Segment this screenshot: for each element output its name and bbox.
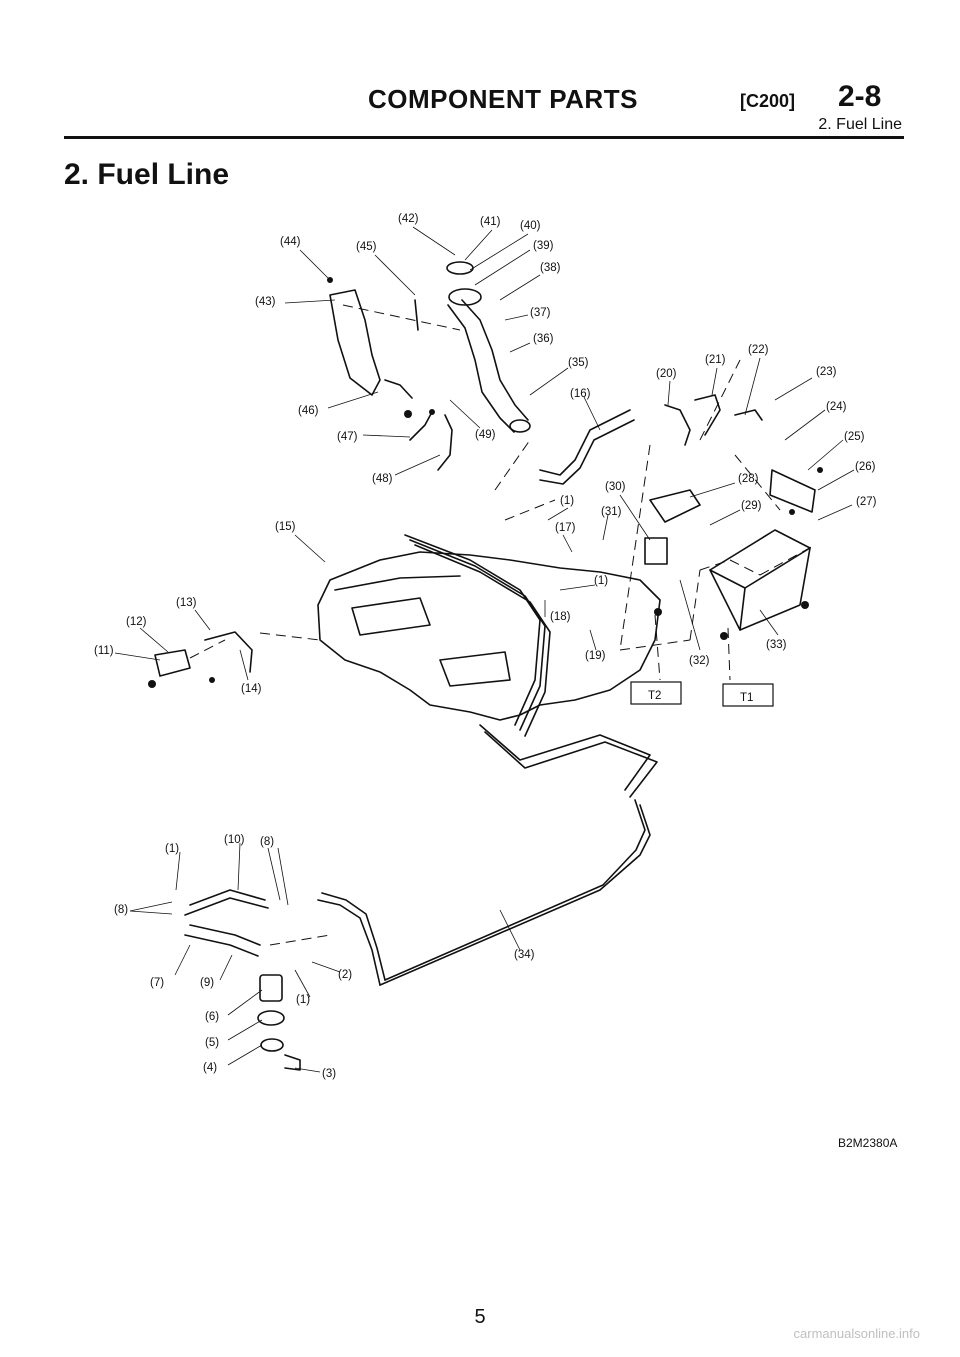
- section-title: 2. Fuel Line: [64, 158, 230, 191]
- callout-label: (15): [275, 521, 296, 533]
- callout-label: (13): [176, 597, 197, 609]
- callout-label: (18): [550, 611, 571, 623]
- callout-label: (26): [855, 461, 876, 473]
- header-subtitle: 2. Fuel Line: [818, 116, 902, 133]
- callout-label: (37): [530, 307, 551, 319]
- callout-label: (1): [296, 994, 310, 1006]
- callout-label: (19): [585, 650, 606, 662]
- t2-box: [630, 681, 682, 705]
- callout-label: (29): [741, 500, 762, 512]
- callout-label: (41): [480, 216, 501, 228]
- callout-label: (4): [203, 1062, 217, 1074]
- callout-label: (11): [94, 645, 114, 657]
- callout-label: (49): [475, 429, 496, 441]
- header-title: COMPONENT PARTS: [368, 84, 638, 114]
- callout-label: (39): [533, 240, 554, 252]
- callout-label: (36): [533, 333, 554, 345]
- callout-label: (35): [568, 357, 589, 369]
- callout-label: (12): [126, 616, 147, 628]
- callout-label: (33): [766, 639, 787, 651]
- callout-label: (42): [398, 213, 419, 225]
- callout-label: (45): [356, 241, 377, 253]
- callout-label: (25): [844, 431, 865, 443]
- watermark: carmanualsonline.info: [793, 1326, 920, 1341]
- header-code: [C200]: [740, 91, 796, 111]
- callout-label: (48): [372, 473, 393, 485]
- callout-label: (8): [260, 836, 274, 848]
- callout-label: T2: [648, 690, 661, 702]
- callout-label: (47): [337, 431, 358, 443]
- callout-label: (28): [738, 473, 759, 485]
- callout-label: (21): [705, 354, 726, 366]
- callout-label: (46): [298, 405, 319, 417]
- callout-label: (40): [520, 220, 541, 232]
- callout-label: (24): [826, 401, 847, 413]
- callout-label: (16): [570, 388, 591, 400]
- t1-box: [722, 683, 774, 707]
- callout-label: (2): [338, 969, 352, 981]
- callout-label: (43): [255, 296, 276, 308]
- callout-label: (31): [601, 506, 622, 518]
- page-number: 5: [474, 1306, 486, 1328]
- callout-label: (27): [856, 496, 877, 508]
- callout-label: (1): [165, 843, 179, 855]
- callout-label: (30): [605, 481, 626, 493]
- callout-label: (5): [205, 1037, 219, 1049]
- header-rule: [64, 136, 904, 139]
- callout-label: (20): [656, 368, 677, 380]
- callout-label: (23): [816, 366, 837, 378]
- callout-label: (44): [280, 236, 301, 248]
- callout-label: (9): [200, 977, 214, 989]
- callout-label: (14): [241, 683, 262, 695]
- callout-label: (6): [205, 1011, 219, 1023]
- callout-label: (1): [594, 575, 608, 587]
- header-section-number: 2-8: [838, 80, 882, 113]
- callout-label: (1): [560, 495, 574, 507]
- callout-label: (17): [555, 522, 576, 534]
- callout-label: (10): [224, 834, 245, 846]
- figure-reference: B2M2380A: [838, 1136, 898, 1150]
- callout-label: (34): [514, 949, 535, 961]
- callout-label: (22): [748, 344, 769, 356]
- callout-label: (7): [150, 977, 164, 989]
- callout-label: T1: [740, 692, 753, 704]
- callout-label: (38): [540, 262, 561, 274]
- callout-label: (32): [689, 655, 710, 667]
- callout-label: (3): [322, 1068, 336, 1080]
- callout-label: (8): [114, 904, 128, 916]
